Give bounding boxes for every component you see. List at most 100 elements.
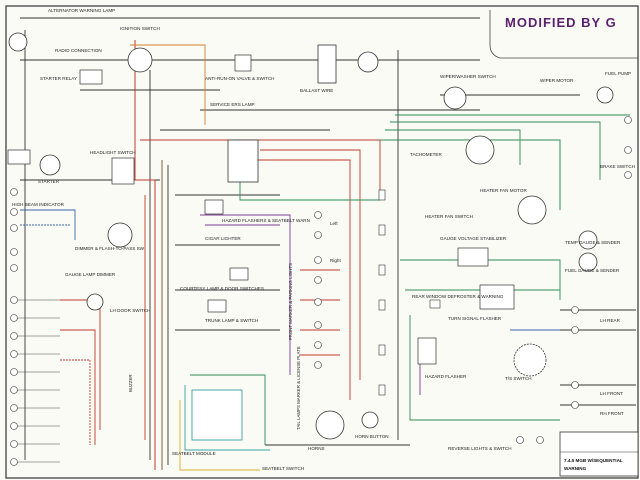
headlight-switch-icon (111, 157, 135, 185)
coil-icon (317, 44, 337, 84)
wire-blue-1 (20, 209, 76, 240)
courtesy-lamp-icon (229, 267, 249, 281)
connector-icon (378, 344, 386, 356)
rear-defrost-grid-icon (479, 284, 515, 310)
ignition-switch-icon (127, 47, 153, 73)
label-tail-lamps: TAIL LAMPS MARKER & LICENSE PLATE (296, 346, 301, 430)
label-cigar: CIGAR LIGHTER (205, 236, 241, 241)
label-alternator: ALTERNATOR WARNING LAMP (48, 8, 115, 13)
wire-red-1 (134, 40, 156, 470)
label-service-lamp: SERVICE ERS LAMP (210, 102, 255, 107)
lamp-icon (10, 224, 18, 232)
lamp-icon (10, 208, 18, 216)
title-block (559, 431, 639, 477)
wire-green-2 (385, 129, 521, 165)
label-seatbelt-switch: SEATBELT SWITCH (262, 466, 304, 471)
label-wiper-washer: WIPER/WASHER SWITCH (440, 74, 496, 79)
lamp-icon (314, 361, 322, 369)
wire-red-7 (60, 329, 96, 445)
label-starter: STARTER (38, 179, 60, 184)
seatbelt-module-icon (191, 389, 243, 441)
connector-icon (378, 264, 386, 276)
wire-green-3 (390, 121, 601, 180)
tachometer-icon (465, 135, 495, 165)
starter-icon (39, 154, 61, 176)
dimmer-switch-icon (107, 222, 133, 248)
anti-run-on-valve-icon (234, 54, 252, 72)
lamp-icon (314, 231, 322, 239)
alternator-icon (8, 32, 28, 52)
label-lh-front: LH FRONT (600, 391, 623, 396)
label-reverse: REVERSE LIGHTS & SWITCH (448, 446, 512, 451)
cigar-lighter-icon (204, 199, 224, 215)
marker-lamp-group (314, 211, 322, 369)
wire-green-9 (190, 374, 266, 445)
lamp-icon (536, 436, 544, 444)
component-labels: ALTERNATOR WARNING LAMP RADIO CONNECTION… (12, 8, 635, 471)
trunk-lamp-icon (207, 299, 227, 313)
lamp-icon (624, 146, 632, 154)
label-rear-defrost: REAR WINDOW DEFROSTER & WARNING (412, 294, 504, 299)
label-temp-gauge: TEMP GAUGE & SENDER (565, 240, 621, 245)
heater-fan-motor-icon (517, 195, 547, 225)
title-bracket (489, 10, 638, 59)
label-heater-switch: HEATER FAN SWITCH (425, 214, 473, 219)
lamp-icon (10, 332, 18, 340)
lamp-icon (10, 440, 18, 448)
horn-icon (315, 410, 345, 440)
door-switch-icon (86, 293, 104, 311)
label-starter-relay: STARTER RELAY (40, 76, 77, 81)
label-high-beam: HIGH BEAM INDICATOR (12, 202, 65, 207)
lamp-icon (10, 386, 18, 394)
wire-yellow-1 (179, 400, 260, 471)
label-turn-switch: T/S SWITCH (505, 376, 532, 381)
wires (20, 17, 636, 471)
diagram-title: MODIFIED BY G (505, 15, 617, 30)
battery-icon (7, 149, 31, 165)
connector-icon (378, 384, 386, 396)
wire-green-8 (239, 160, 380, 201)
connector-icon (378, 299, 386, 311)
label-horn-button: HORN BUTTON (355, 434, 389, 439)
wire-red-6 (60, 299, 101, 430)
lamp-icon (571, 306, 579, 314)
lamp-icon (10, 314, 18, 322)
lamp-icon (10, 368, 18, 376)
lamp-icon (516, 436, 524, 444)
wire-green-5 (400, 259, 561, 300)
wire-teal-1 (184, 385, 270, 451)
label-fuel-pump: FUEL PUMP (605, 71, 631, 76)
connector-icon (378, 224, 386, 236)
wire-red-8 (60, 359, 91, 445)
turn-signal-switch-icon (513, 343, 547, 377)
connector-group (378, 189, 441, 396)
lamp-icon (624, 116, 632, 124)
wire-green-7 (409, 315, 560, 421)
wire-red-2 (140, 139, 381, 200)
label-heater-motor: HEATER FAN MOTOR (480, 188, 527, 193)
label-buzzer: BUZZER (128, 374, 133, 392)
label-ballast: BALLAST WIRE (300, 88, 333, 93)
lamp-icon (314, 211, 322, 219)
label-anti-run-on: ANTI-RUN-ON VALVE & SWITCH (205, 76, 275, 81)
lamp-icon (10, 188, 18, 196)
label-trunk: TRUNK LAMP & SWITCH (205, 318, 258, 323)
label-voltage-stabilizer: GAUGE VOLTAGE STABILIZER (440, 236, 507, 241)
lamp-icon (10, 422, 18, 430)
fuse-block-icon (227, 139, 259, 183)
right-lamp-group (516, 116, 632, 444)
label-gauge-dimmer: GAUGE LAMP DIMMER (65, 272, 116, 277)
diagram-frame (5, 5, 639, 479)
wiper-switch-icon (443, 86, 467, 110)
label-brake-switch: BRAKE SWITCH (600, 164, 635, 169)
label-horns: HORNS (308, 446, 325, 451)
fuel-gauge-icon (578, 252, 598, 272)
lamp-icon (10, 264, 18, 272)
title-block-line1: 7.4.5 MGB W/SEQUENTIAL (564, 458, 623, 463)
left-lamp-column (10, 188, 18, 466)
connector-icon (378, 189, 386, 201)
lamp-icon (314, 341, 322, 349)
label-left: Left (330, 221, 338, 226)
